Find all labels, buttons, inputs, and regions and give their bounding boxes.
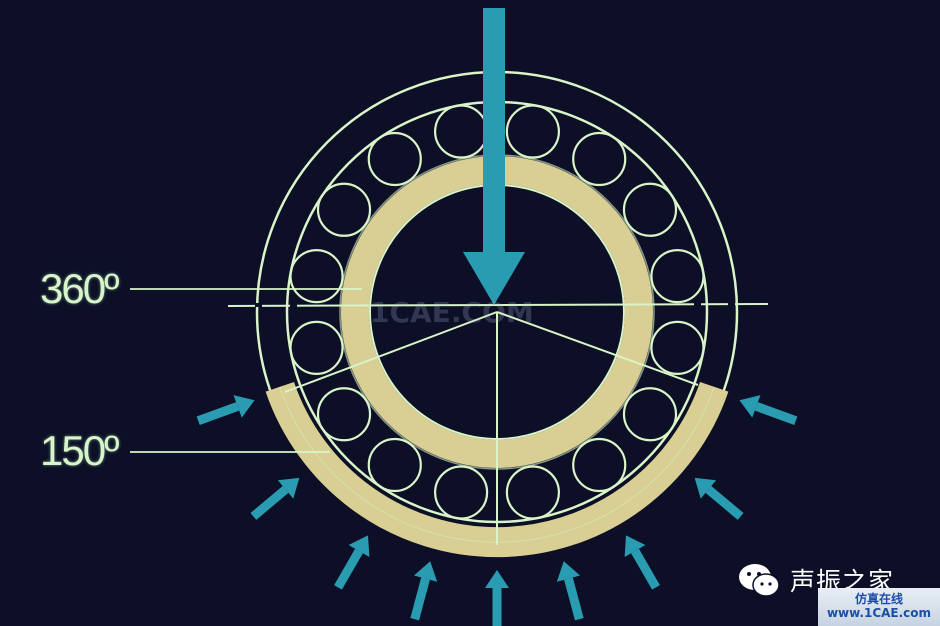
reaction-arrow bbox=[334, 535, 370, 590]
rolling-element bbox=[434, 465, 489, 520]
reaction-arrow bbox=[739, 395, 798, 425]
rolling-element bbox=[505, 104, 560, 159]
rolling-element bbox=[434, 104, 489, 159]
watermark-site: 仿真在线 www.1CAE.com bbox=[818, 588, 940, 626]
reaction-arrow bbox=[624, 535, 660, 590]
label-150-degrees: 150º bbox=[40, 427, 119, 474]
rolling-element bbox=[289, 320, 344, 375]
rolling-element bbox=[505, 465, 560, 520]
wechat-icon bbox=[739, 564, 780, 597]
rolling-element bbox=[367, 437, 422, 493]
reaction-arrow bbox=[556, 561, 584, 621]
rolling-element bbox=[367, 131, 422, 187]
rolling-element bbox=[572, 131, 627, 187]
rolling-element bbox=[650, 320, 705, 375]
reaction-arrow bbox=[485, 570, 509, 626]
label-360-degrees: 360º bbox=[40, 265, 119, 312]
reaction-arrow bbox=[196, 395, 255, 425]
rolling-elements bbox=[289, 104, 705, 520]
reaction-arrow bbox=[410, 561, 438, 621]
rolling-element bbox=[572, 437, 627, 493]
reaction-arrow bbox=[250, 477, 300, 520]
reaction-force-arrows bbox=[196, 395, 798, 626]
watermark-site-line2: www.1CAE.com bbox=[826, 606, 932, 620]
rolling-element bbox=[289, 249, 344, 304]
rolling-element bbox=[622, 387, 678, 442]
rolling-element bbox=[622, 182, 678, 237]
radial-load-arrow bbox=[463, 8, 525, 305]
radial-line-right bbox=[496, 311, 699, 386]
rolling-element bbox=[650, 249, 705, 304]
radial-line-left bbox=[284, 311, 498, 393]
horizontal-centerline bbox=[227, 303, 769, 307]
rolling-element bbox=[316, 387, 372, 442]
rolling-element bbox=[316, 182, 372, 237]
watermark-site-line1: 仿真在线 bbox=[854, 592, 903, 607]
watermark-center: 1CAE.COM bbox=[370, 296, 534, 329]
reaction-arrow bbox=[694, 477, 744, 520]
